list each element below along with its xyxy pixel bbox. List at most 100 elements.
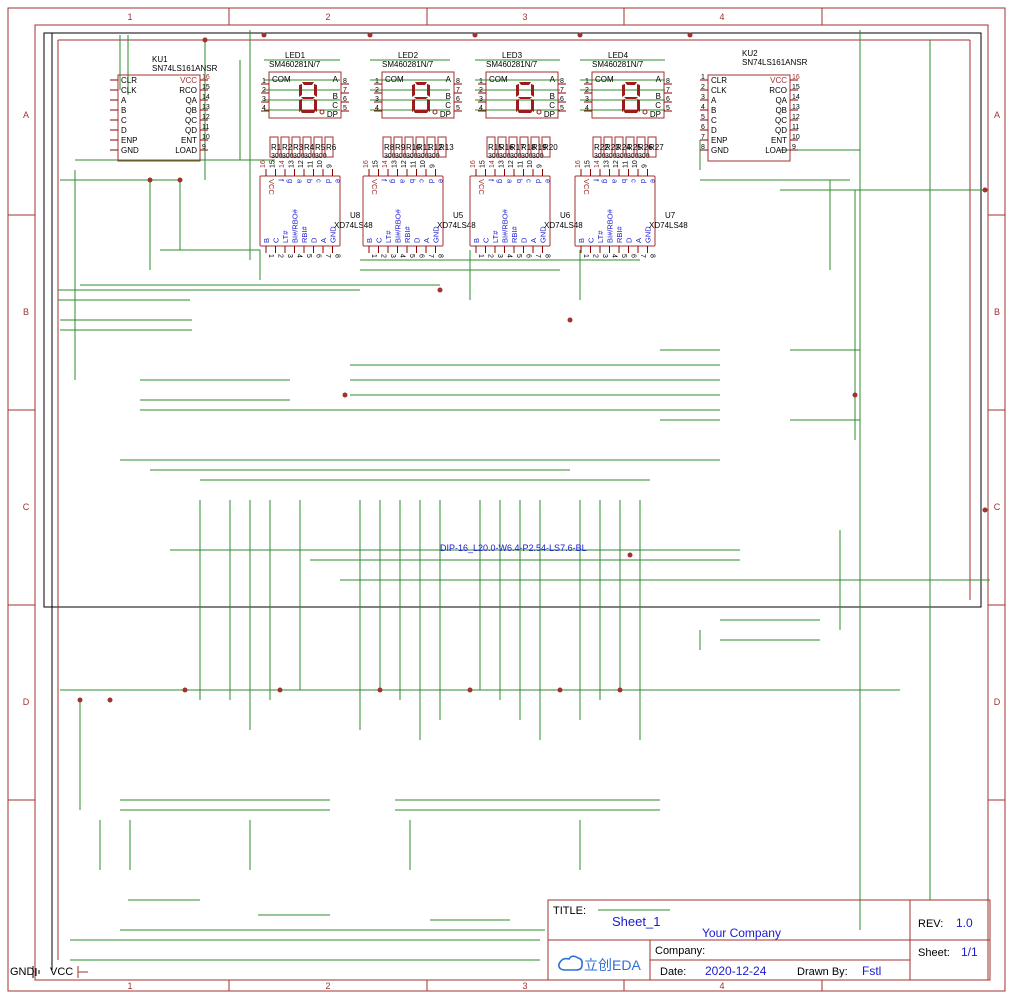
resistor-value: 300 xyxy=(521,153,533,160)
pin-number: 2 xyxy=(592,254,599,258)
pin-label: LOAD xyxy=(765,146,787,155)
pin-number: 9 xyxy=(642,164,649,168)
resistor-ref: R2 xyxy=(282,143,293,152)
pin-number: 1 xyxy=(477,254,484,258)
resistor-value: 300 xyxy=(271,153,283,160)
pin-number: 13 xyxy=(792,104,800,111)
pin-number: 5 xyxy=(305,254,312,258)
ic-u8: VCC16f15g14a13b12c11d10e9B1C2LT#3BI#/RBO… xyxy=(259,160,373,258)
pin-number: 6 xyxy=(630,254,637,258)
wire-net xyxy=(58,30,990,961)
pin-label: LOAD xyxy=(175,146,197,155)
pin-label: e xyxy=(334,179,343,183)
pin-label: c xyxy=(315,179,324,183)
resistor-ref: R17 xyxy=(510,143,525,152)
pin-number: 9 xyxy=(327,164,334,168)
pin-number: 8 xyxy=(649,254,656,258)
column-label: 3 xyxy=(522,981,527,991)
column-label: 4 xyxy=(719,12,724,22)
pin-label: a xyxy=(611,179,620,184)
pin-number: 10 xyxy=(317,160,324,168)
vcc-label: VCC xyxy=(50,966,73,978)
pin-label: C xyxy=(272,237,281,243)
pin-number: 8 xyxy=(437,254,444,258)
pin-number: 11 xyxy=(202,124,209,131)
pin-label: A xyxy=(550,75,556,84)
pin-label: QD xyxy=(775,126,787,135)
footprint-note: DIP-16_L20.0-W6.4-P2.54-LS7.6-BL xyxy=(440,543,587,553)
pin-number: 4 xyxy=(585,105,589,112)
pin-number: 2 xyxy=(380,254,387,258)
pin-label: C xyxy=(711,116,717,125)
pin-number: 12 xyxy=(401,160,408,168)
resistor-value: 300 xyxy=(428,153,440,160)
pin-label: CLK xyxy=(121,86,137,95)
resistor-value: 300 xyxy=(627,153,639,160)
pin-number: 7 xyxy=(666,87,670,94)
led-ref: LED4 xyxy=(608,51,629,60)
pin-label: c xyxy=(525,179,534,183)
pin-number: 8 xyxy=(544,254,551,258)
led-part: SM460281N/7 xyxy=(382,60,434,69)
logo-text: 立创EDA xyxy=(584,957,641,973)
resistor-ref: R4 xyxy=(304,143,315,152)
resistor-ref: R16 xyxy=(499,143,514,152)
pin-number: 6 xyxy=(525,254,532,258)
column-label: 1 xyxy=(127,12,132,22)
pin-number: 6 xyxy=(315,254,322,258)
pin-number: 2 xyxy=(585,87,589,94)
pin-number: 6 xyxy=(418,254,425,258)
ic-part: SN74LS161ANSR xyxy=(742,58,808,67)
company-label: Company: xyxy=(655,945,705,957)
pin-number: 4 xyxy=(296,254,303,258)
sheet-border xyxy=(43,32,982,608)
pin-label: B xyxy=(656,92,661,101)
pin-number: 13 xyxy=(604,160,611,168)
pin-label: QB xyxy=(775,106,787,115)
pin-label: ENP xyxy=(121,136,137,145)
pin-label: b xyxy=(620,179,629,183)
pin-number: 10 xyxy=(527,160,534,168)
title-block: TITLE: Sheet_1 Your Company REV: 1.0 Com… xyxy=(547,899,991,981)
pin-number: 8 xyxy=(343,78,347,85)
pin-number: 7 xyxy=(534,254,541,258)
pin-label: DP xyxy=(327,110,338,119)
pin-label: RBI# xyxy=(615,225,624,243)
pin-label: c xyxy=(418,179,427,183)
ic-ref: U7 xyxy=(665,211,676,220)
pin-label: f xyxy=(380,179,389,182)
pin-number: 15 xyxy=(480,160,487,168)
pin-number: 12 xyxy=(792,114,800,121)
pin-label: QA xyxy=(185,96,197,105)
pin-number: 1 xyxy=(375,78,379,85)
pin-label: C xyxy=(482,237,491,243)
pin-number: 6 xyxy=(343,96,347,103)
company-name: Your Company xyxy=(702,926,781,940)
pin-number: 9 xyxy=(792,144,796,151)
pin-number: 16 xyxy=(260,160,267,168)
pin-number: 6 xyxy=(456,96,460,103)
pin-label: VCC xyxy=(770,76,787,85)
pin-label: B xyxy=(446,92,451,101)
pin-label: b xyxy=(408,179,417,183)
resistor-ref: R6 xyxy=(326,143,337,152)
pin-number: 12 xyxy=(508,160,515,168)
pin-label: b xyxy=(305,179,314,183)
pin-number: 13 xyxy=(202,104,210,111)
date-value: 2020-12-24 xyxy=(705,964,767,978)
resistor-ref: R10 xyxy=(406,143,421,152)
pin-number: 3 xyxy=(479,96,483,103)
pin-label: VCC xyxy=(180,76,197,85)
ic-ref: KU2 xyxy=(742,49,758,58)
resistor-ref: R19 xyxy=(532,143,547,152)
pin-number: 3 xyxy=(375,96,379,103)
pin-label: A xyxy=(121,96,127,105)
pin-number: 1 xyxy=(701,74,705,81)
pin-label: CLK xyxy=(711,86,727,95)
pin-number: 3 xyxy=(496,254,503,258)
pin-label: B xyxy=(333,92,338,101)
pin-number: 11 xyxy=(411,161,418,168)
pin-label: D xyxy=(625,237,634,243)
